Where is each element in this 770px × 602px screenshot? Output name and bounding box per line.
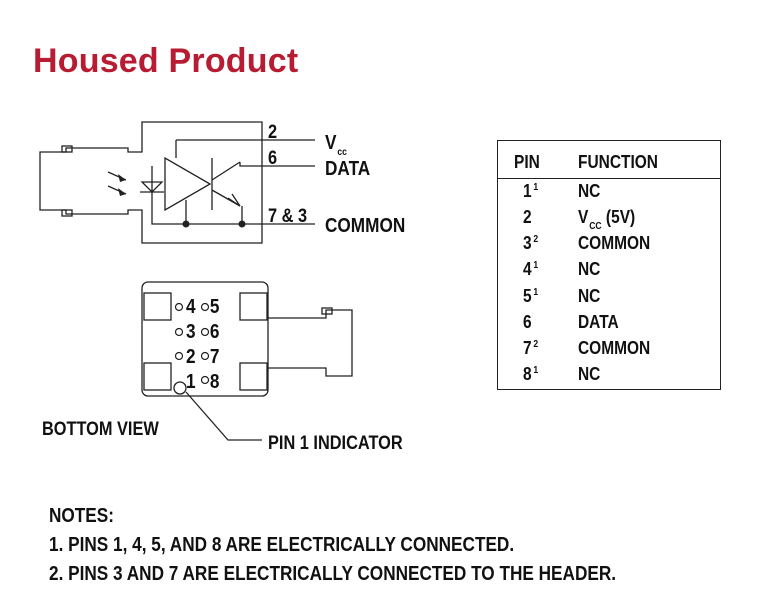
table-row-function: COMMON: [578, 338, 651, 358]
table-row-function: NC: [578, 259, 601, 279]
pin-hole: [174, 302, 184, 312]
bottom-pin-grid: 4 5 3 6 2 7 1 8: [186, 295, 219, 395]
common-label: COMMON: [325, 215, 406, 237]
pin-hole: [200, 302, 210, 312]
table-header-pin: PIN: [514, 152, 540, 172]
table-row-pin: 2: [523, 207, 532, 227]
light-arrowhead-upper: [118, 174, 126, 182]
common-wire: [151, 206, 315, 225]
pin-1-indicator-leader: [185, 391, 262, 441]
pad-top-left: [143, 292, 172, 321]
pin-7-3-label: 7 & 3: [268, 206, 308, 227]
data-label: DATA: [325, 158, 371, 180]
housing-outline-bottom: [141, 281, 269, 397]
light-arrowhead-lower: [118, 188, 126, 196]
pin-1-indicator-mark: [173, 381, 187, 395]
bottom-view-caption: BOTTOM VIEW: [42, 419, 159, 440]
vcc-label: Vcc: [325, 132, 347, 158]
pin-hole: [200, 351, 210, 361]
pin-6-label: 6: [268, 148, 278, 169]
pin-hole: [174, 327, 184, 337]
junction-dot: [182, 220, 190, 228]
table-row-function: DATA: [578, 312, 619, 332]
notes-heading: NOTES:: [49, 505, 114, 527]
page-title: Housed Product: [33, 42, 299, 80]
data-wire: [239, 162, 315, 167]
connector-notch-bottom-view: [321, 307, 333, 315]
pad-top-right: [239, 292, 268, 321]
pin-hole: [174, 351, 184, 361]
table-row-function: NC: [578, 286, 601, 306]
transistor-symbol: [211, 158, 241, 210]
table-row-function: NC: [578, 181, 601, 201]
table-row-function: NC: [578, 364, 601, 384]
table-row-function: VCC (5V): [578, 207, 636, 232]
pin-1-indicator-label: PIN 1 INDICATOR: [268, 433, 403, 454]
note-item: 1. PINS 1, 4, 5, AND 8 ARE ELECTRICALLY …: [49, 534, 515, 556]
table-header-divider: [498, 178, 720, 179]
table-row-pin: 6: [523, 312, 532, 332]
table-header-function: FUNCTION: [578, 152, 658, 172]
pin-row: 1 8: [186, 371, 220, 393]
pin-row: 2 7: [186, 346, 220, 368]
pad-bottom-left: [143, 362, 172, 391]
notes-section: NOTES: 1. PINS 1, 4, 5, AND 8 ARE ELECTR…: [49, 502, 616, 589]
pad-bottom-right: [239, 362, 268, 391]
connector-body-bottom: [268, 309, 353, 377]
pin-hole: [200, 375, 210, 385]
note-item: 2. PINS 3 AND 7 ARE ELECTRICALLY CONNECT…: [49, 563, 617, 585]
connector-notch-bottom: [61, 209, 73, 217]
amplifier-triangle: [164, 156, 212, 212]
pin-2-label: 2: [268, 122, 278, 143]
table-row-function: COMMON: [578, 233, 651, 253]
pin-row: 4 5: [186, 296, 220, 318]
junction-dot: [238, 220, 246, 228]
photodiode-symbol: [140, 166, 164, 208]
pin-hole: [200, 327, 210, 337]
transistor-arrow: [227, 193, 241, 207]
connector-notch-top: [61, 145, 73, 153]
pin-row: 3 6: [186, 321, 220, 343]
